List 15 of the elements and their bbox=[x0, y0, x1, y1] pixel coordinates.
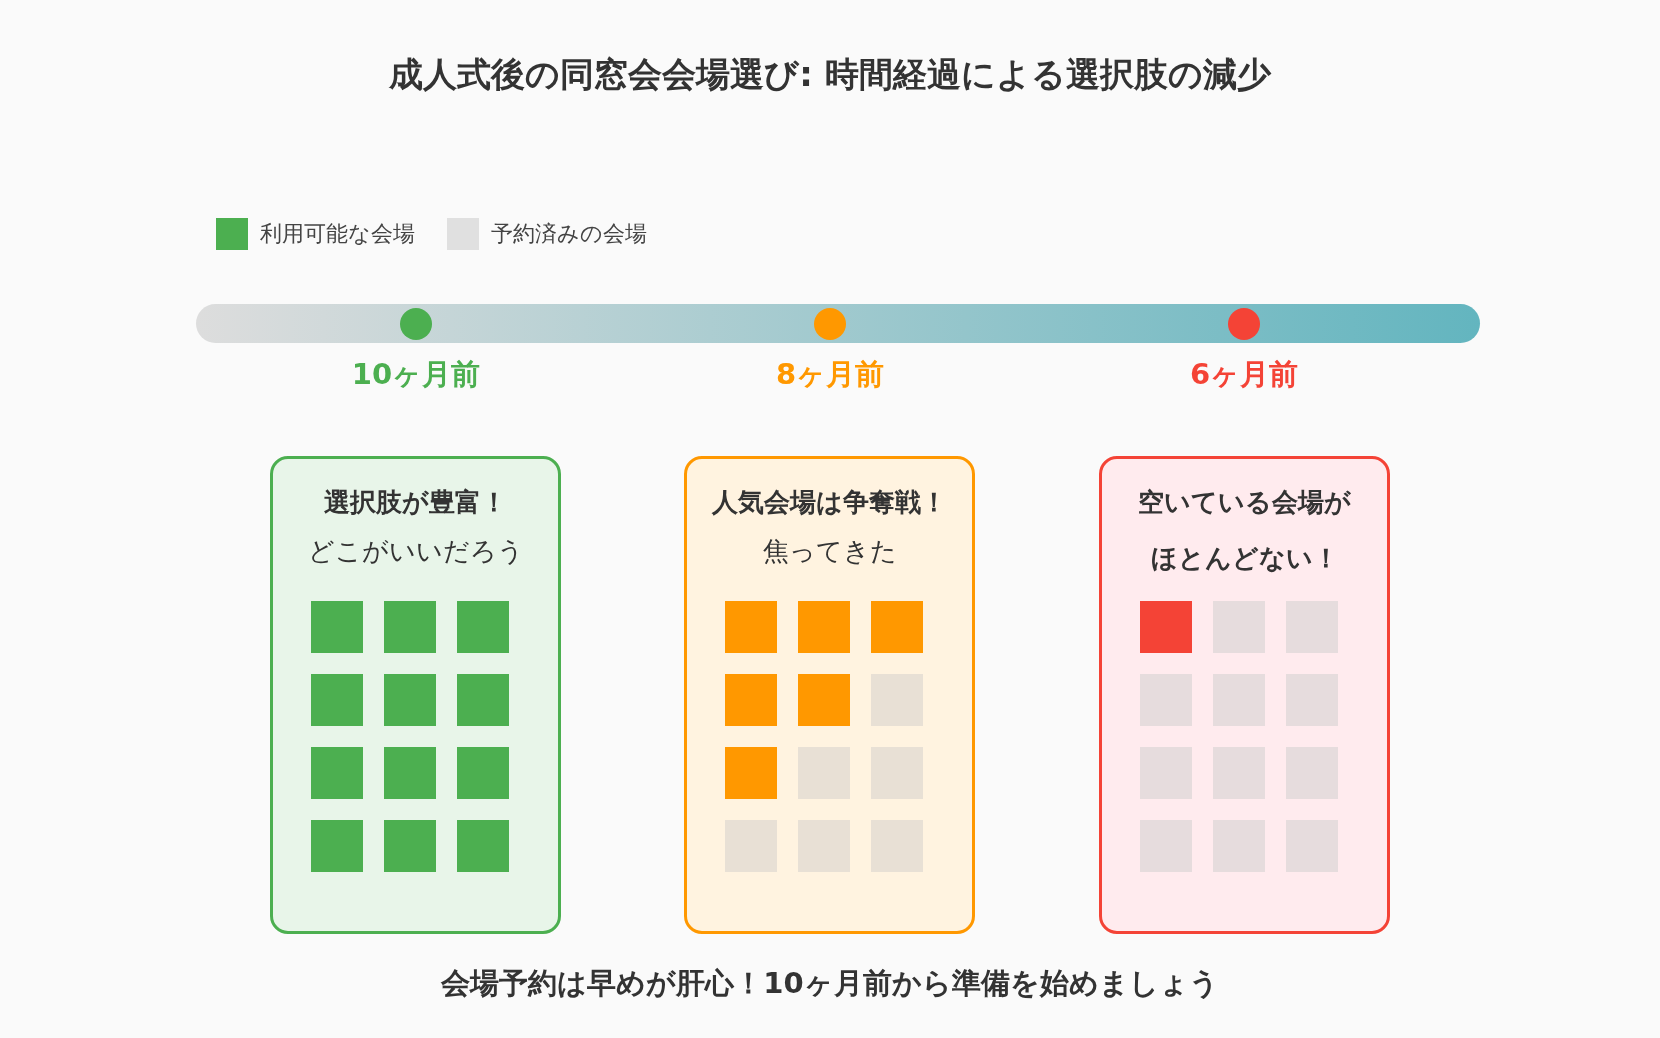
time-label: 8ヶ月前 bbox=[774, 356, 886, 393]
card-heading: 人気会場は争奪戦！ bbox=[711, 486, 948, 519]
status-card bbox=[1099, 456, 1390, 934]
card-text: 焦ってきた bbox=[761, 535, 898, 568]
time-label: 10ヶ月前 bbox=[350, 356, 482, 393]
card-heading: 選択肢が豊富！ bbox=[323, 486, 508, 519]
card-text: どこがいいだろう bbox=[306, 535, 525, 568]
legend-label: 利用可能な会場 bbox=[260, 220, 415, 248]
status-card bbox=[270, 456, 561, 934]
card-heading: 空いている会場がほとんどない！ bbox=[1137, 486, 1352, 575]
caption: 会場予約は早めが肝心！10ヶ月前から準備を始めましょう bbox=[440, 965, 1220, 1002]
legend-label: 予約済みの会場 bbox=[491, 220, 647, 248]
status-card bbox=[684, 456, 975, 934]
time-label: 6ヶ月前 bbox=[1188, 356, 1300, 393]
title: 成人式後の同窓会会場選び: 時間経過による選択肢の減少 bbox=[388, 53, 1273, 96]
